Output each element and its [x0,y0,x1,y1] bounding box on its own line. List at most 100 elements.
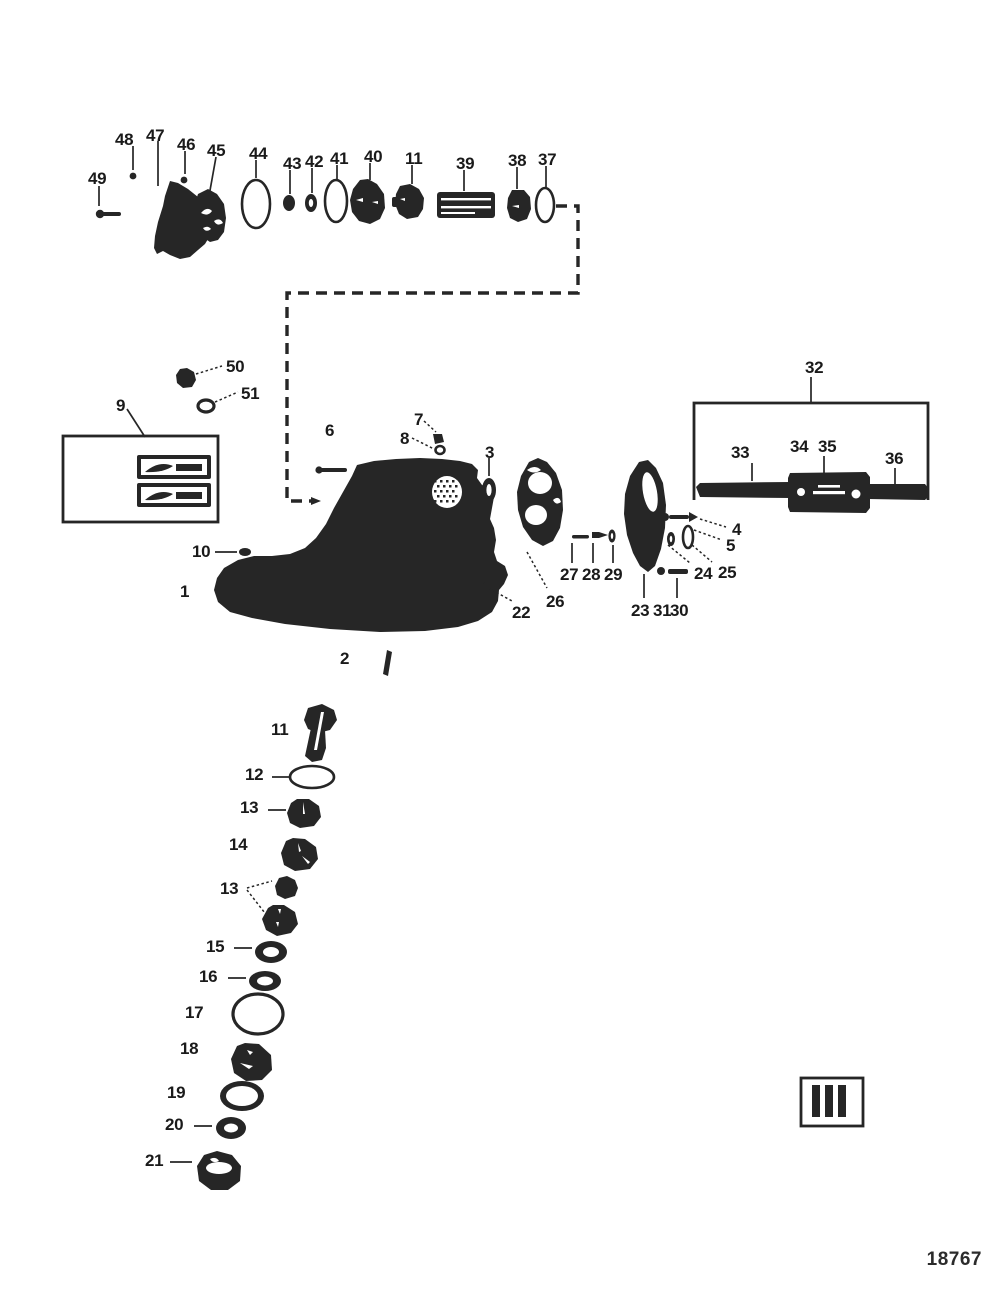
dashed-reference-path [285,204,580,505]
part-40-gear [350,179,385,224]
part-13a-bearing [287,799,321,828]
housing-bore-texture [432,476,462,508]
driveshaft-assembly-box [692,377,930,513]
part-11-top-nut [395,184,424,219]
callout-50: 50 [226,357,245,376]
callout-3: 3 [485,443,495,462]
parts-27-28-29 [571,529,616,563]
callout-6: 6 [325,421,335,440]
callout-18: 18 [180,1039,199,1058]
callout-5: 5 [726,536,736,555]
callout-32: 32 [805,358,824,377]
callout-2: 2 [340,649,350,668]
part-36-shaft [868,484,928,500]
callout-11-top: 11 [405,149,423,168]
lower-column-assembly [170,704,337,1190]
part-16-seal [249,971,281,991]
part-10-fastener [215,548,251,556]
part-23-water-pump-base [624,460,666,598]
callout-19: 19 [167,1083,186,1102]
legend-bar-box [799,1076,865,1128]
part-41-o-ring [323,178,349,224]
part-43-bushing [283,195,295,211]
callout-14: 14 [229,835,248,854]
part-27-dowel [572,535,589,539]
callout-8: 8 [400,429,410,448]
part-15-seal [255,941,287,963]
callout-37: 37 [538,150,557,169]
parts-24-25-31-30-4-5 [657,512,727,598]
callout-23: 23 [631,601,650,620]
part-22-fastener [482,581,513,602]
part-49-screw [95,209,121,219]
callout-9: 9 [116,396,126,415]
callout-27: 27 [560,565,579,584]
callout-46: 46 [177,135,196,154]
part-51-o-ring [196,398,216,414]
part-39-sleeve [437,192,495,218]
callout-10: 10 [192,542,211,561]
part-37-o-ring [534,186,556,224]
callout-39: 39 [456,154,475,173]
parts-7-8 [411,420,446,456]
callout-15: 15 [206,937,225,956]
callout-31: 31 [653,601,672,620]
callout-11-bottom: 11 [271,720,289,739]
part-21-nut [197,1151,241,1190]
part-7-fastener [433,434,444,444]
callout-47: 47 [146,126,165,145]
part-4-5-bolt [661,512,698,522]
part-2-pin [383,650,392,676]
part-13b-bearing-pair [246,876,298,936]
callout-13b: 13 [220,879,239,898]
callout-48: 48 [115,130,134,149]
part-17-o-ring [231,992,285,1036]
callout-25: 25 [718,563,737,582]
part-45-flange [191,189,226,242]
callout-42: 42 [305,152,324,171]
decal-strip-1 [137,455,211,479]
callout-33: 33 [731,443,750,462]
part-19-retainer [220,1081,264,1111]
callout-51: 51 [241,384,260,403]
part-31-30-bolt [657,567,688,575]
callout-17: 17 [185,1003,204,1022]
part-8-washer [434,444,446,456]
callout-49: 49 [88,169,107,188]
callout-35: 35 [818,437,837,456]
part-11-bolt [304,704,337,762]
top-row-leaders [98,141,547,206]
part-29-spacer [608,529,616,543]
callout-13a: 13 [240,798,259,817]
callout-45: 45 [207,141,226,160]
callout-7: 7 [414,410,424,429]
decal-strip-2 [137,483,211,507]
part-50-plug [176,368,196,388]
part-12-o-ring [288,764,336,790]
callout-30: 30 [670,601,689,620]
callout-21: 21 [145,1151,164,1170]
decal-label-box [61,408,220,524]
callout-22: 22 [512,603,531,622]
callout-41: 41 [330,149,349,168]
drawing-number: 18767 [926,1249,982,1270]
part-33-shaft [696,482,790,498]
part-26-gasket [517,458,563,589]
top-row-assembly [95,172,556,259]
callout-28: 28 [582,565,601,584]
callout-1: 1 [180,582,190,601]
part-48-fastener [129,172,137,180]
callout-29: 29 [604,565,623,584]
callout-4: 4 [732,520,742,539]
callout-26: 26 [546,592,565,611]
part-3-o-ring [482,458,496,502]
part-14-bearing-race [281,838,318,871]
part-18-bearing [231,1043,272,1081]
callout-43: 43 [283,154,302,173]
part-28-bolt [592,532,608,538]
part-1-gearcase-housing [214,458,508,676]
part-25-o-ring [681,524,695,550]
callout-12: 12 [245,765,264,784]
